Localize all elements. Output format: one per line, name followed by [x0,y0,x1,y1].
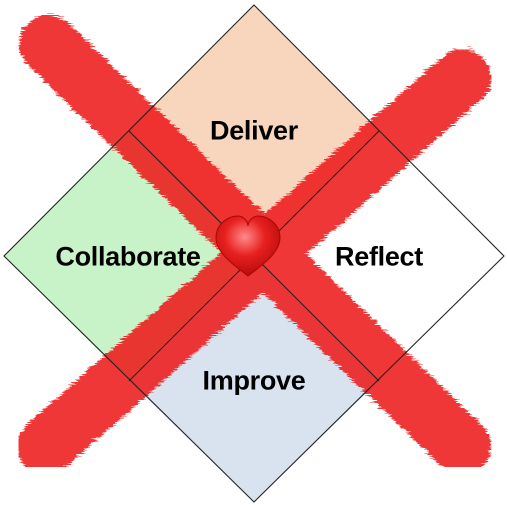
label-reflect: Reflect [335,241,423,272]
outer-diamond [3,4,505,503]
heart-icon [215,215,281,277]
label-improve: Improve [202,365,306,396]
label-deliver: Deliver [210,115,298,146]
label-collaborate: Collaborate [55,241,201,272]
